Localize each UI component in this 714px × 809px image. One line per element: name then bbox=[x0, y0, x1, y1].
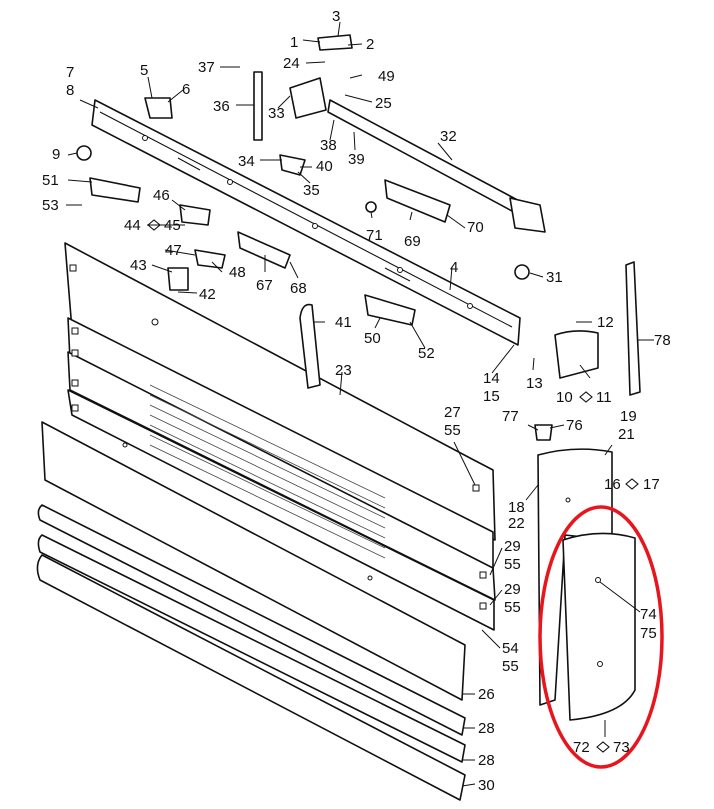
lower-panel bbox=[41, 421, 466, 701]
label-17: 17 bbox=[643, 476, 660, 493]
label-48: 48 bbox=[229, 264, 246, 281]
label-45: 45 bbox=[164, 217, 181, 234]
label-12: 12 bbox=[597, 314, 614, 331]
label-75: 75 bbox=[640, 625, 657, 642]
label-27: 27 bbox=[444, 404, 461, 421]
label-38: 38 bbox=[320, 137, 337, 154]
label-2: 2 bbox=[366, 36, 374, 53]
label-44: 44 bbox=[124, 217, 141, 234]
label-5: 5 bbox=[140, 62, 148, 79]
part-labels: 3 1 2 37 24 49 7 8 5 6 25 36 33 32 38 9 … bbox=[42, 8, 671, 794]
label-55-b: 55 bbox=[504, 556, 521, 573]
label-25: 25 bbox=[375, 95, 392, 112]
label-77: 77 bbox=[502, 408, 519, 425]
label-40: 40 bbox=[316, 158, 333, 175]
label-52: 52 bbox=[418, 345, 435, 362]
label-22: 22 bbox=[508, 515, 525, 532]
label-42: 42 bbox=[199, 286, 216, 303]
label-26: 26 bbox=[478, 686, 495, 703]
label-67: 67 bbox=[256, 277, 273, 294]
label-16: 16 bbox=[604, 476, 621, 493]
label-10: 10 bbox=[556, 389, 573, 406]
label-74: 74 bbox=[640, 606, 657, 623]
label-47: 47 bbox=[165, 242, 182, 259]
label-1: 1 bbox=[290, 34, 298, 51]
label-55-d: 55 bbox=[502, 658, 519, 675]
label-32: 32 bbox=[440, 128, 457, 145]
label-14: 14 bbox=[483, 370, 500, 387]
label-53: 53 bbox=[42, 197, 59, 214]
label-31: 31 bbox=[546, 269, 563, 286]
label-41: 41 bbox=[335, 314, 352, 331]
label-36: 36 bbox=[213, 98, 230, 115]
hinge-plate bbox=[384, 179, 451, 223]
label-73: 73 bbox=[613, 739, 630, 756]
label-46: 46 bbox=[153, 187, 170, 204]
label-68: 68 bbox=[290, 280, 307, 297]
label-9: 9 bbox=[52, 146, 60, 163]
label-33: 33 bbox=[268, 105, 285, 122]
label-39: 39 bbox=[348, 151, 365, 168]
label-37: 37 bbox=[198, 59, 215, 76]
label-71: 71 bbox=[366, 227, 383, 244]
label-13: 13 bbox=[526, 375, 543, 392]
label-15: 15 bbox=[483, 388, 500, 405]
label-4: 4 bbox=[450, 259, 458, 276]
label-28-b: 28 bbox=[478, 752, 495, 769]
lower-strip-upper bbox=[37, 504, 466, 736]
label-19: 19 bbox=[620, 408, 637, 425]
label-18: 18 bbox=[508, 499, 525, 516]
support-rod bbox=[299, 303, 321, 389]
label-7: 7 bbox=[66, 64, 74, 81]
side-trim-panel bbox=[537, 448, 613, 706]
label-78: 78 bbox=[654, 332, 671, 349]
label-6: 6 bbox=[182, 81, 190, 98]
label-76: 76 bbox=[566, 417, 583, 434]
vertical-seal-strip bbox=[625, 261, 641, 396]
label-54: 54 bbox=[502, 640, 519, 657]
label-69: 69 bbox=[404, 233, 421, 250]
upper-rail bbox=[289, 77, 546, 233]
main-grille-panel bbox=[64, 242, 496, 631]
lower-strip-bottom bbox=[36, 554, 466, 801]
label-50: 50 bbox=[364, 330, 381, 347]
label-49: 49 bbox=[378, 68, 395, 85]
label-55-c: 55 bbox=[504, 599, 521, 616]
gas-strut bbox=[253, 71, 263, 141]
label-28-a: 28 bbox=[478, 720, 495, 737]
label-30: 30 bbox=[478, 777, 495, 794]
upper-support-bar bbox=[91, 99, 521, 346]
label-29-a: 29 bbox=[504, 538, 521, 555]
label-23: 23 bbox=[335, 362, 352, 379]
highlight-circle bbox=[538, 505, 664, 769]
label-21: 21 bbox=[618, 426, 635, 443]
lower-strip-middle bbox=[37, 534, 466, 763]
label-3: 3 bbox=[332, 8, 340, 25]
label-51: 51 bbox=[42, 172, 59, 189]
diamond-markers bbox=[147, 219, 639, 753]
label-70: 70 bbox=[467, 219, 484, 236]
label-43: 43 bbox=[130, 257, 147, 274]
corner-bracket bbox=[554, 330, 599, 379]
label-55-a: 55 bbox=[444, 422, 461, 439]
small-hardware bbox=[76, 34, 553, 441]
label-24: 24 bbox=[283, 55, 300, 72]
leader-lines bbox=[66, 21, 654, 787]
label-35: 35 bbox=[303, 182, 320, 199]
side-cover-panel bbox=[562, 532, 636, 721]
label-34: 34 bbox=[238, 153, 255, 170]
label-8: 8 bbox=[66, 82, 74, 99]
label-72: 72 bbox=[573, 739, 590, 756]
label-29-b: 29 bbox=[504, 581, 521, 598]
label-11: 11 bbox=[596, 389, 612, 406]
